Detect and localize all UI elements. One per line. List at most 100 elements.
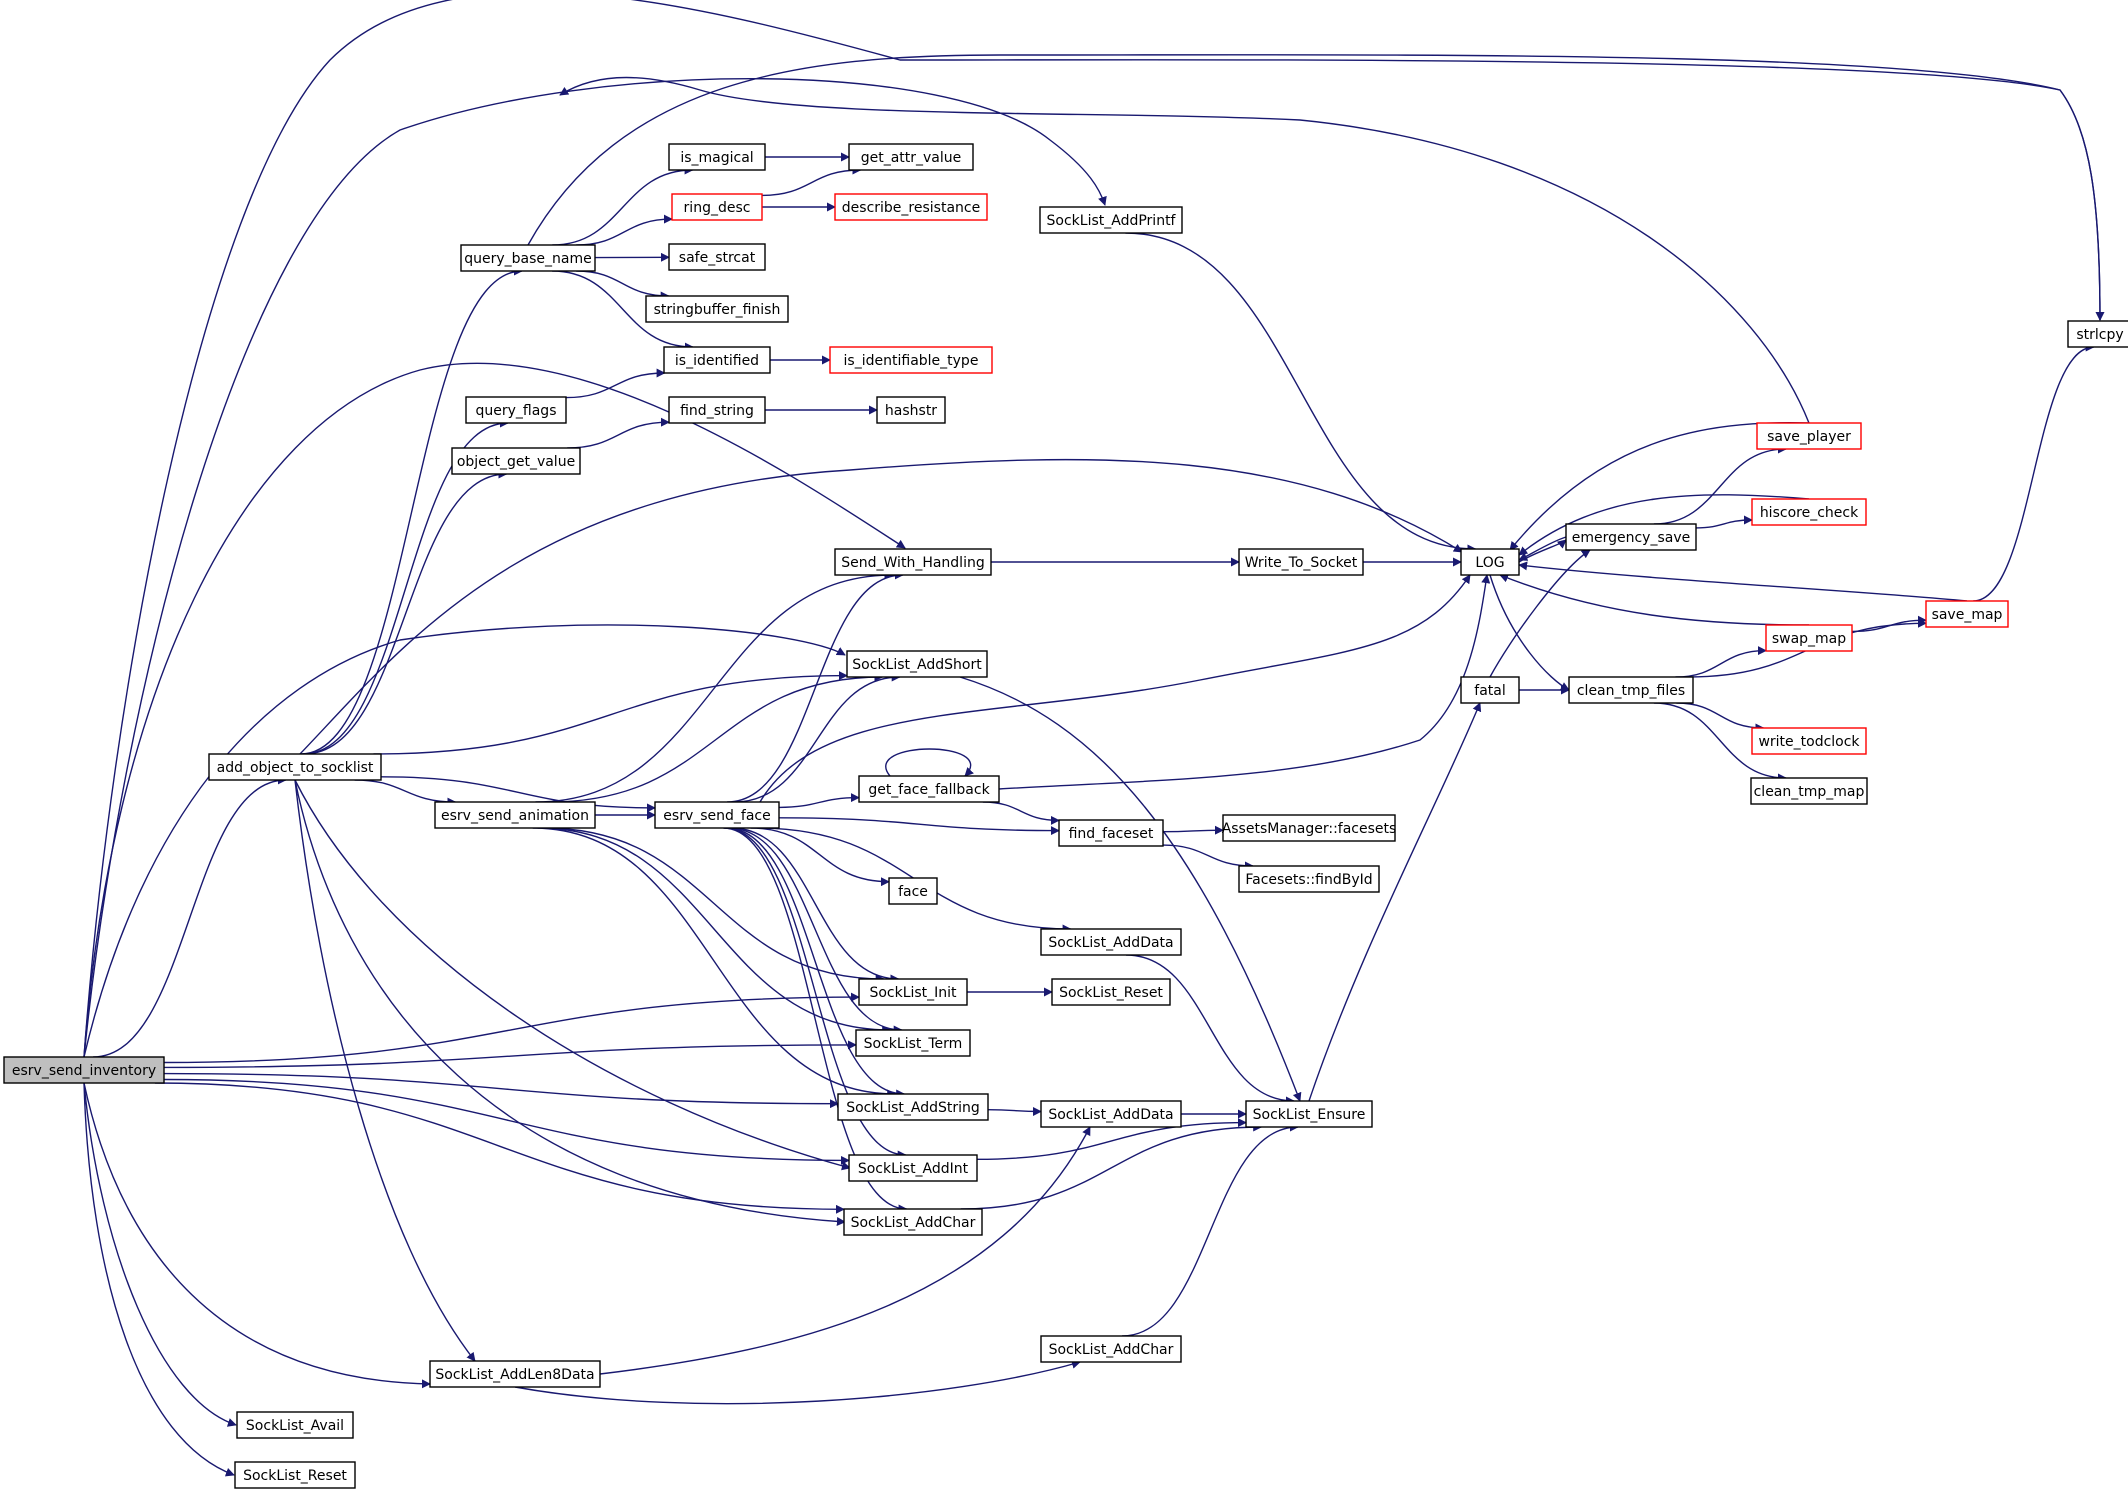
node-facesets-findbyid[interactable]: Facesets::findById: [1238, 865, 1380, 893]
node-box[interactable]: [668, 143, 766, 171]
node-find-string[interactable]: find_string: [668, 396, 766, 424]
node-box[interactable]: [1460, 676, 1520, 704]
node-box[interactable]: [1040, 1100, 1182, 1128]
node-box[interactable]: [846, 650, 988, 678]
node-box[interactable]: [1039, 206, 1183, 234]
node-box[interactable]: [1925, 600, 2009, 628]
node-clean-tmp-files[interactable]: clean_tmp_files: [1568, 676, 1694, 704]
node-save-player[interactable]: save_player: [1756, 422, 1862, 450]
node-socklist-term[interactable]: SockList_Term: [855, 1029, 971, 1057]
node-box[interactable]: [858, 775, 1000, 803]
node-add-object-to-socklist[interactable]: add_object_to_socklist: [208, 753, 382, 781]
node-box[interactable]: [1245, 1100, 1373, 1128]
node-hashstr[interactable]: hashstr: [876, 396, 946, 424]
node-is-identified[interactable]: is_identified: [663, 346, 771, 374]
node-describe-resistance[interactable]: describe_resistance: [834, 193, 988, 221]
node-socklist-addshort[interactable]: SockList_AddShort: [846, 650, 988, 678]
node-box[interactable]: [1238, 865, 1380, 893]
node-stringbuffer-finish[interactable]: stringbuffer_finish: [645, 295, 789, 323]
node-box[interactable]: [668, 243, 766, 271]
node-box[interactable]: [876, 396, 946, 424]
node-box[interactable]: [1750, 777, 1868, 805]
node-box[interactable]: [855, 1029, 971, 1057]
node-box[interactable]: [654, 801, 780, 829]
node-fatal[interactable]: fatal: [1460, 676, 1520, 704]
node-box[interactable]: [663, 346, 771, 374]
node-socklist-addint[interactable]: SockList_AddInt: [848, 1154, 978, 1182]
node-clean-tmp-map[interactable]: clean_tmp_map: [1750, 777, 1868, 805]
node-box[interactable]: [460, 244, 596, 272]
node-box[interactable]: [236, 1411, 354, 1439]
node-box[interactable]: [671, 193, 763, 221]
node-esrv-send-animation[interactable]: esrv_send_animation: [434, 801, 596, 829]
node-strlcpy[interactable]: strlcpy: [2067, 320, 2128, 348]
node-box[interactable]: [843, 1208, 983, 1236]
node-safe-strcat[interactable]: safe_strcat: [668, 243, 766, 271]
node-socklist-ensure[interactable]: SockList_Ensure: [1245, 1100, 1373, 1128]
node-box[interactable]: [434, 801, 596, 829]
node-assetsmanager-facesets[interactable]: AssetsManager::facesets: [1222, 814, 1397, 842]
node-socklist-init[interactable]: SockList_Init: [858, 978, 968, 1006]
node-box[interactable]: [3, 1056, 165, 1084]
node-socklist-addstring[interactable]: SockList_AddString: [837, 1093, 989, 1121]
node-is-magical[interactable]: is_magical: [668, 143, 766, 171]
node-log[interactable]: LOG: [1460, 548, 1520, 576]
node-object-get-value[interactable]: object_get_value: [451, 447, 581, 475]
node-socklist-adddata-1[interactable]: SockList_AddData: [1040, 928, 1182, 956]
node-socklist-addprintf[interactable]: SockList_AddPrintf: [1039, 206, 1183, 234]
node-box[interactable]: [1222, 814, 1396, 842]
node-box[interactable]: [1058, 819, 1164, 847]
node-box[interactable]: [208, 753, 382, 781]
node-ring-desc[interactable]: ring_desc: [671, 193, 763, 221]
node-box[interactable]: [829, 346, 993, 374]
node-get-face-fallback[interactable]: get_face_fallback: [858, 775, 1000, 803]
node-box[interactable]: [834, 548, 992, 576]
node-box[interactable]: [429, 1360, 601, 1388]
node-box[interactable]: [888, 877, 938, 905]
node-esrv-send-inventory[interactable]: esrv_send_inventory: [3, 1056, 165, 1084]
node-box[interactable]: [1751, 727, 1867, 755]
node-box[interactable]: [1751, 498, 1867, 526]
node-box[interactable]: [848, 143, 974, 171]
node-box[interactable]: [668, 396, 766, 424]
node-write-to-socket[interactable]: Write_To_Socket: [1238, 548, 1364, 576]
node-socklist-addchar-2[interactable]: SockList_AddChar: [1040, 1335, 1182, 1363]
node-box[interactable]: [1565, 523, 1697, 551]
node-send-with-handling[interactable]: Send_With_Handling: [834, 548, 992, 576]
node-socklist-addlen8data[interactable]: SockList_AddLen8Data: [429, 1360, 601, 1388]
node-socklist-reset-1[interactable]: SockList_Reset: [1051, 978, 1171, 1006]
node-write-todclock[interactable]: write_todclock: [1751, 727, 1867, 755]
node-box[interactable]: [1040, 1335, 1182, 1363]
node-box[interactable]: [858, 978, 968, 1006]
node-face[interactable]: face: [888, 877, 938, 905]
node-swap-map[interactable]: swap_map: [1765, 624, 1853, 652]
node-box[interactable]: [234, 1461, 356, 1489]
node-box[interactable]: [645, 295, 789, 323]
node-box[interactable]: [1051, 978, 1171, 1006]
node-query-flags[interactable]: query_flags: [465, 396, 567, 424]
node-box[interactable]: [1460, 548, 1520, 576]
node-box[interactable]: [1238, 548, 1364, 576]
node-box[interactable]: [1568, 676, 1694, 704]
node-is-identifiable-type[interactable]: is_identifiable_type: [829, 346, 993, 374]
node-socklist-avail[interactable]: SockList_Avail: [236, 1411, 354, 1439]
node-hiscore-check[interactable]: hiscore_check: [1751, 498, 1867, 526]
node-save-map[interactable]: save_map: [1925, 600, 2009, 628]
node-socklist-adddata-2[interactable]: SockList_AddData: [1040, 1100, 1182, 1128]
node-get-attr-value[interactable]: get_attr_value: [848, 143, 974, 171]
node-box[interactable]: [837, 1093, 989, 1121]
node-query-base-name[interactable]: query_base_name: [460, 244, 596, 272]
node-socklist-reset-2[interactable]: SockList_Reset: [234, 1461, 356, 1489]
node-box[interactable]: [1756, 422, 1862, 450]
node-socklist-addchar-1[interactable]: SockList_AddChar: [843, 1208, 983, 1236]
node-box[interactable]: [465, 396, 567, 424]
node-box[interactable]: [848, 1154, 978, 1182]
node-find-faceset[interactable]: find_faceset: [1058, 819, 1164, 847]
node-box[interactable]: [1040, 928, 1182, 956]
node-box[interactable]: [451, 447, 581, 475]
node-esrv-send-face[interactable]: esrv_send_face: [654, 801, 780, 829]
node-box[interactable]: [1765, 624, 1853, 652]
node-box[interactable]: [2067, 320, 2128, 348]
node-emergency-save[interactable]: emergency_save: [1565, 523, 1697, 551]
node-box[interactable]: [834, 193, 988, 221]
